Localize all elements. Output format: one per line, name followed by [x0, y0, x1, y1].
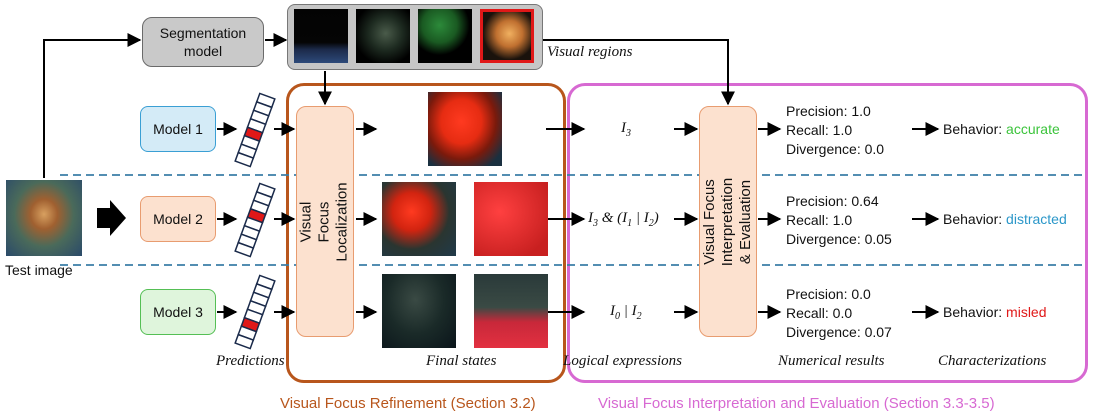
expression-2: I3 & (I1 | I2)	[588, 210, 659, 229]
expression-1: I3	[621, 120, 631, 139]
results-1: Precision: 1.0 Recall: 1.0 Divergence: 0…	[786, 103, 885, 157]
behavior-3: Behavior: misled	[943, 304, 1047, 320]
refinement-frame	[286, 83, 566, 383]
arrow-regions-to-interpretation	[543, 39, 735, 106]
visual-regions-label: Visual regions	[547, 44, 633, 60]
test-image-caption: Test image	[5, 262, 73, 278]
behavior-2: Behavior: distracted	[943, 211, 1067, 227]
final-state-3b	[474, 274, 548, 348]
results-2: Precision: 0.64 Recall: 1.0 Divergence: …	[786, 193, 892, 247]
visual-focus-localization-box: Visual Focus Localization	[296, 106, 354, 337]
interpretation-label: Visual Focus Interpretation & Evaluation	[701, 177, 755, 266]
refinement-caption: Visual Focus Refinement (Section 3.2)	[280, 395, 536, 412]
region-thumb-4-highlighted	[480, 9, 534, 63]
test-image-arrow	[97, 200, 126, 236]
region-thumb-2	[356, 9, 410, 63]
interpretation-frame	[567, 83, 1088, 383]
column-label-predictions: Predictions	[216, 353, 285, 369]
model-3-box: Model 3	[140, 289, 216, 335]
visual-focus-interpretation-box: Visual Focus Interpretation & Evaluation	[699, 106, 757, 337]
region-thumb-1	[294, 9, 348, 63]
prediction-vector-2	[234, 182, 276, 258]
model-1-box: Model 1	[140, 106, 216, 152]
final-state-1	[428, 92, 502, 166]
column-label-final-states: Final states	[426, 353, 497, 369]
test-image	[6, 180, 82, 256]
prediction-vector-1	[234, 92, 276, 168]
final-state-2b	[474, 182, 548, 256]
column-label-logical-expressions: Logical expressions	[563, 353, 683, 369]
arrow-to-segmentation	[43, 33, 142, 178]
final-state-2a	[382, 182, 456, 256]
column-label-numerical-results: Numerical results	[778, 353, 885, 369]
prediction-vector-3	[234, 274, 276, 350]
results-3: Precision: 0.0 Recall: 0.0 Divergence: 0…	[786, 286, 892, 340]
behavior-1: Behavior: accurate	[943, 121, 1060, 137]
model-2-box: Model 2	[140, 196, 216, 242]
final-state-3a	[382, 274, 456, 348]
localization-label: Visual Focus Localization	[298, 181, 351, 262]
segmentation-model-box: Segmentation model	[142, 17, 264, 67]
interpretation-caption: Visual Focus Interpretation and Evaluati…	[598, 395, 995, 412]
expression-3: I0 | I2	[610, 303, 642, 322]
region-thumb-3	[418, 9, 472, 63]
column-label-characterizations: Characterizations	[938, 353, 1047, 369]
